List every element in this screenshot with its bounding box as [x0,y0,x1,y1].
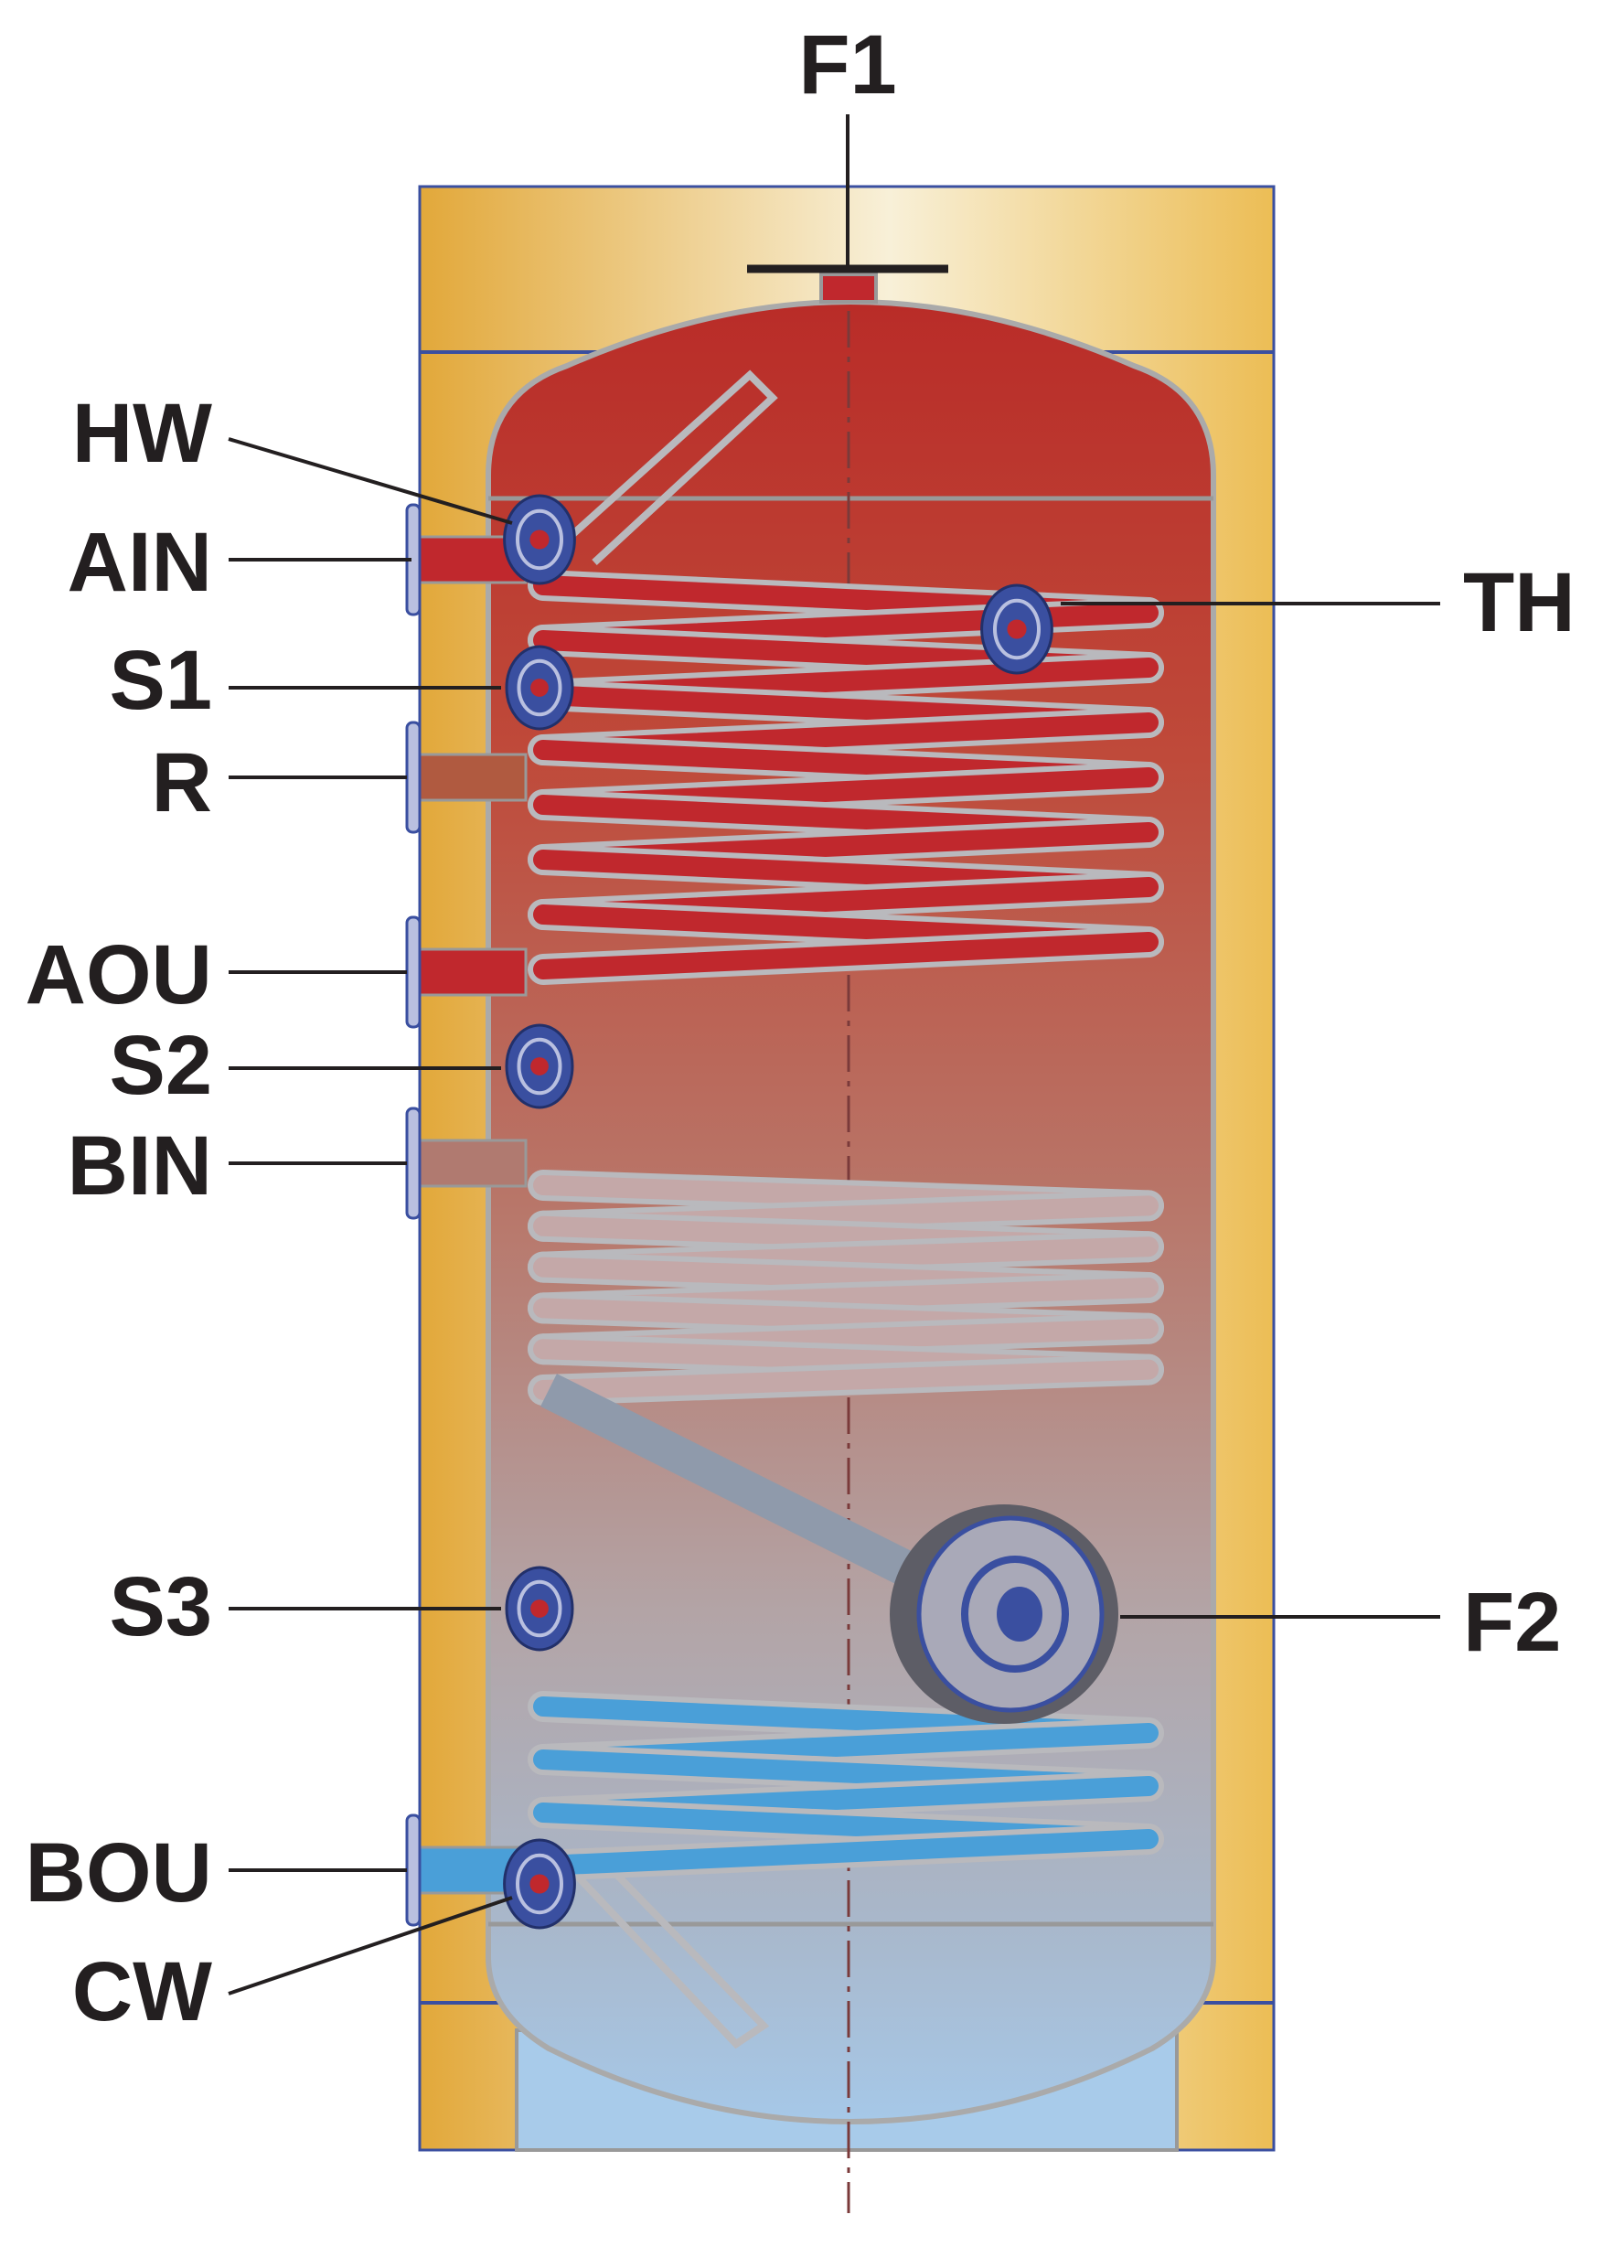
leader-hw [228,437,513,525]
label-s1: S1 [109,634,212,727]
heat-exchanger-coils [528,570,1164,1881]
bin-nozzle [414,1139,528,1188]
sensor-s1-socket-bore [530,679,549,697]
label-aou: AOU [26,928,212,1022]
label-f1: F1 [798,18,896,112]
hot-dip-tube [564,369,778,565]
hw-socket-ring [516,508,563,571]
label-hw: HW [72,387,212,480]
sensor-s2-socket-bore [530,1057,549,1075]
bin-nozzle-flange [405,1107,422,1220]
sensor-s2-socket-ring [517,1037,562,1096]
r-nozzle [414,753,528,802]
cw-socket-ring [516,1853,563,1915]
label-th: TH [1463,556,1576,649]
label-r: R [152,736,212,829]
cold-dip-tube [573,1858,770,2049]
cw-socket-bore [529,1874,550,1894]
label-bou: BOU [26,1826,212,1920]
sensor-s3-socket-ring [517,1579,562,1638]
leader-cw [228,1896,513,1995]
lower-coil-turn-fill [533,1359,1159,1400]
label-s3: S3 [109,1560,212,1653]
label-ain: AIN [68,516,212,609]
label-s2: S2 [109,1019,212,1112]
label-cw: CW [72,1945,212,2038]
aou-nozzle [414,947,528,997]
thermometer-socket-ring [993,598,1041,660]
sensor-s3-socket-bore [530,1599,549,1618]
bou-nozzle-flange [405,1813,422,1927]
f2-inspection-flange [540,1374,1118,1724]
hw-socket-bore [529,530,550,550]
upper-coil-turn-fill [533,932,1159,979]
leader-lines [228,114,1440,1995]
r-nozzle-flange [405,721,422,834]
sockets [405,494,1053,1930]
aou-nozzle-flange [405,915,422,1029]
thermometer-socket-bore [1007,619,1027,639]
sensor-s1-socket-ring [517,658,562,717]
label-f2: F2 [1463,1576,1561,1669]
solar-coil-turn-fill [533,1829,1159,1876]
label-bin: BIN [68,1119,212,1213]
f1-fitting [819,273,878,304]
